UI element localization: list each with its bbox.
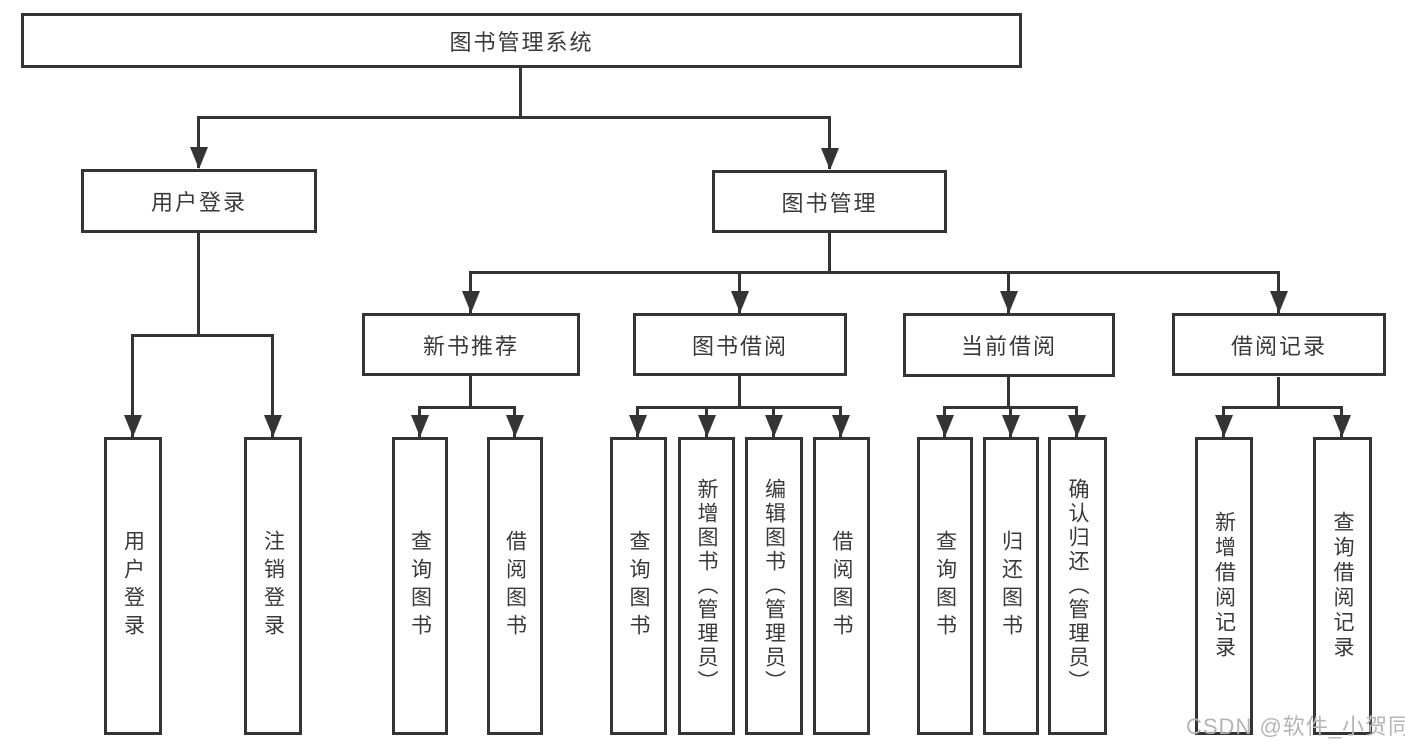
node-root: 图书管理系统	[21, 13, 1022, 68]
connector-nbr-bus	[418, 406, 516, 409]
connector-bb-feed	[738, 376, 741, 407]
arrow-down-icon	[462, 291, 480, 313]
node-book-management: 图书管理	[712, 170, 947, 233]
node-book-borrowing: 图书借阅	[633, 313, 847, 376]
leaf-nbr-borrow-books: 借阅图书	[487, 437, 543, 735]
leaf-br-add-record: 新增借阅记录	[1195, 437, 1253, 735]
leaf-cb-confirm-return-admin: 确认归还（管理员）	[1048, 437, 1107, 735]
leaf-bb-query-books: 查询图书	[610, 437, 667, 735]
connector-user-login-feed	[197, 233, 200, 335]
arrow-down-icon	[1000, 291, 1018, 313]
leaf-nbr-query-books: 查询图书	[392, 437, 448, 735]
arrow-down-icon	[832, 415, 850, 437]
leaf-cb-query-books: 查询图书	[917, 437, 973, 735]
arrow-down-icon	[264, 415, 282, 437]
connector-br-feed	[1277, 377, 1280, 407]
arrow-down-icon	[1068, 415, 1086, 437]
connector-br-bus	[1222, 406, 1343, 409]
leaf-bb-add-books-admin: 新增图书（管理员）	[678, 437, 735, 735]
csdn-watermark: CSDN @软件_小贺同学	[1186, 714, 1405, 739]
connector-level3-bus	[469, 271, 1280, 274]
connector-root-feed	[519, 68, 522, 117]
arrow-down-icon	[1215, 415, 1233, 437]
leaf-bb-edit-books-admin: 编辑图书（管理员）	[745, 437, 803, 735]
arrow-down-icon	[1333, 415, 1351, 437]
arrow-down-icon	[731, 291, 749, 313]
connector-drop-leaf-logout	[271, 334, 274, 437]
connector-cb-feed	[1007, 377, 1010, 407]
arrow-down-icon	[1002, 415, 1020, 437]
connector-level1-bus	[198, 116, 831, 119]
arrow-down-icon	[629, 415, 647, 437]
connector-nbr-feed	[469, 376, 472, 407]
node-user-login: 用户登录	[81, 169, 317, 233]
arrow-down-icon	[698, 415, 716, 437]
leaf-user-login: 用户登录	[104, 437, 162, 735]
connector-drop-leaf-user-login	[131, 334, 134, 437]
leaf-br-query-record: 查询借阅记录	[1313, 437, 1372, 735]
node-new-book-recommend: 新书推荐	[362, 313, 580, 376]
connector-book-management-feed	[828, 233, 831, 272]
arrow-down-icon	[411, 415, 429, 437]
connector-drop-book-management	[828, 116, 831, 169]
arrow-down-icon	[124, 415, 142, 437]
arrow-down-icon	[765, 415, 783, 437]
arrow-down-icon	[190, 147, 208, 169]
arrow-down-icon	[506, 415, 524, 437]
connector-bb-bus	[636, 406, 842, 409]
leaf-bb-borrow-books: 借阅图书	[813, 437, 870, 735]
connector-user-login-bus	[131, 334, 274, 337]
connector-drop-user-login	[197, 116, 200, 168]
arrow-down-icon	[1270, 291, 1288, 313]
arrow-down-icon	[936, 415, 954, 437]
leaf-cb-return-books: 归还图书	[983, 437, 1039, 735]
node-borrowing-records: 借阅记录	[1172, 313, 1386, 376]
node-current-borrowing: 当前借阅	[903, 313, 1115, 377]
arrow-down-icon	[821, 148, 839, 170]
leaf-logout: 注销登录	[244, 437, 302, 735]
